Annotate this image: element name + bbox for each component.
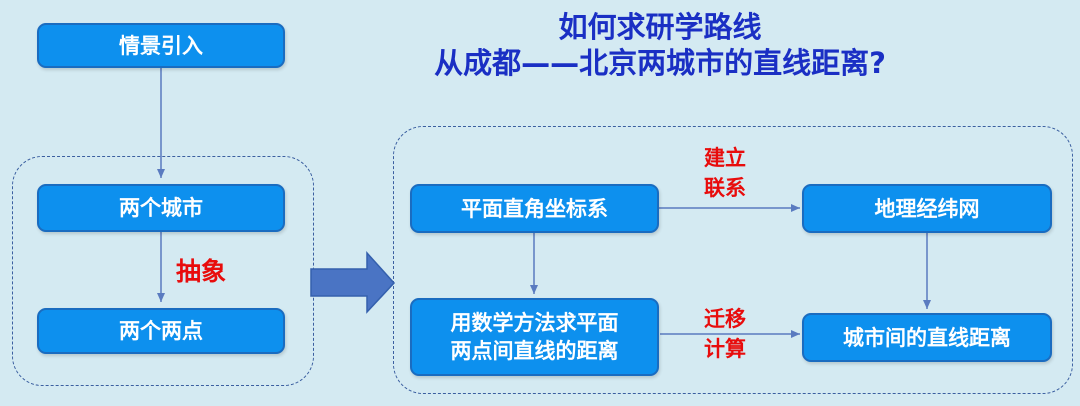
abstract-label: 抽象	[175, 257, 226, 286]
intro-box: 情景引入	[37, 23, 285, 68]
two-points-box: 两个两点	[37, 308, 285, 354]
title-line-1: 如何求研学路线	[558, 10, 762, 44]
city-distance-box: 城市间的直线距离	[802, 313, 1052, 362]
geo-grid-box: 地理经纬网	[802, 184, 1052, 233]
transfer-label: 迁移 计算	[704, 307, 746, 361]
coord-system-box: 平面直角坐标系	[410, 184, 659, 233]
title-line-2: 从成都——北京两城市的直线距离?	[434, 46, 886, 80]
big-right-arrow	[310, 251, 396, 314]
establish-label: 建立 联系	[704, 146, 746, 200]
two-cities-box: 两个城市	[37, 184, 285, 232]
right-dashed-group	[393, 126, 1073, 394]
method-box: 用数学方法求平面 两点间直线的距离	[410, 298, 659, 376]
